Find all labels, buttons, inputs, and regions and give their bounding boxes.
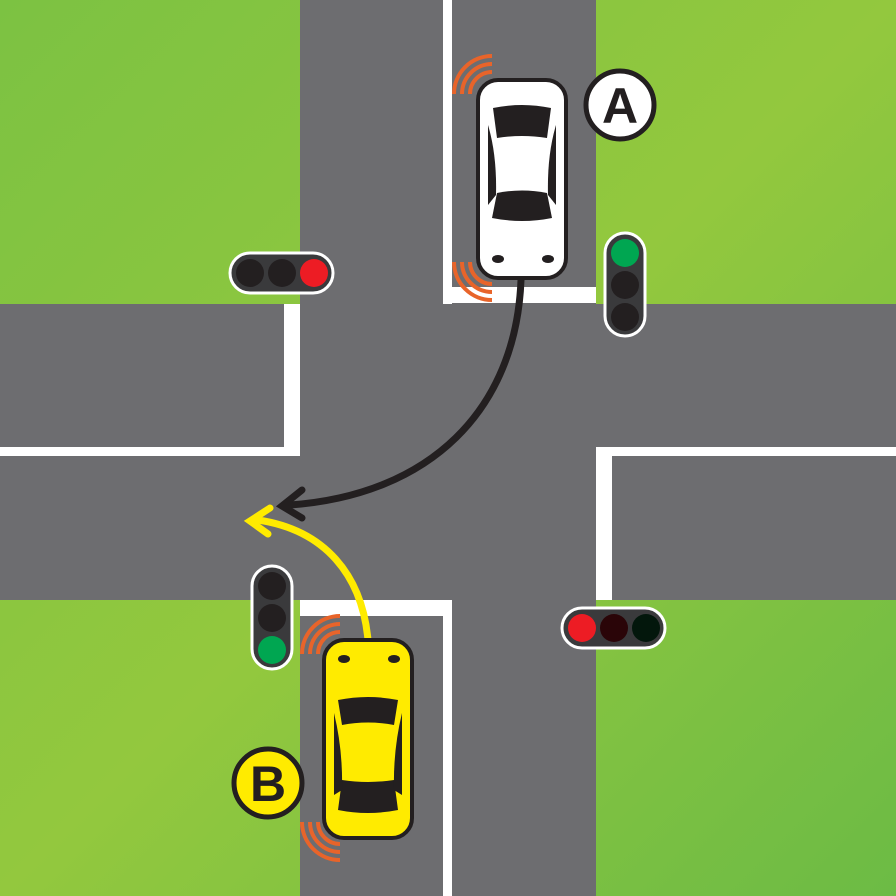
traffic-light-west	[228, 251, 335, 295]
path-arrow-a	[275, 276, 525, 522]
traffic-light-east	[560, 606, 667, 650]
car-b	[300, 614, 414, 862]
label-a: A	[602, 78, 638, 134]
label-badge-b: B	[231, 746, 305, 820]
traffic-light-south	[250, 564, 294, 671]
label-b: B	[250, 756, 286, 812]
path-arrow-b	[243, 504, 372, 644]
traffic-light-north	[603, 231, 647, 338]
label-badge-a: A	[583, 68, 657, 142]
car-a	[452, 54, 568, 302]
